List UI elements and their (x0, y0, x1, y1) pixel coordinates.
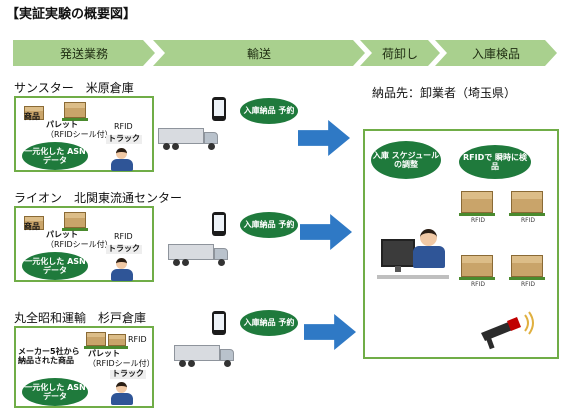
goods-box-icon (511, 191, 543, 213)
rfid-reader-icon (481, 311, 534, 350)
pallet-icon (509, 213, 545, 216)
warehouse-1-name: サンスター 米原倉庫 (14, 81, 134, 95)
rfid-tag-label: RFID (521, 281, 536, 288)
warehouse-3-box: メーカー5社から 納品された商品 パレット （RFIDシール付） RFID トラ… (14, 326, 155, 408)
destination-box: 入庫 スケジュール の調整 RFIDで 瞬時に検品 RFID RFID RFID… (363, 129, 559, 359)
warehouse-2-name: ライオン 北関東流通センター (14, 191, 183, 205)
desk-icon (377, 275, 449, 279)
pallet-icon (459, 277, 495, 280)
rfid-label: RFID (128, 335, 147, 344)
warehouse-2-box: 商品 パレット （RFIDシール付） RFID トラック 一元化した ASNデー… (14, 206, 154, 282)
truck-icon (168, 244, 230, 266)
rfid-tag-label: RFID (471, 217, 486, 224)
worker-icon (411, 229, 447, 275)
booking-ellipse: 入庫納品 予約 (240, 212, 298, 238)
arrow-right-icon (304, 314, 356, 350)
goods-box-icon (24, 106, 44, 120)
arrow-right-icon (298, 120, 350, 156)
pallet-icon (84, 346, 128, 349)
worker-icon (108, 382, 138, 406)
step-transport-label: 輸送 (246, 46, 271, 61)
rfid-note: （RFIDシール付） (88, 359, 155, 368)
asn-data-ellipse: 一元化した ASNデータ (22, 252, 88, 280)
truck-label: トラック (106, 244, 142, 254)
asn-data-ellipse: 一元化した ASNデータ (22, 378, 88, 406)
smartphone-icon (212, 212, 226, 236)
worker-icon (108, 258, 138, 282)
pallet-icon (62, 228, 88, 231)
pallet-icon (509, 277, 545, 280)
step-shipping: 発送業務 (13, 40, 155, 66)
asn-data-ellipse: 一元化した ASNデータ (22, 142, 88, 170)
truck-icon (174, 345, 236, 367)
computer-monitor-icon (381, 239, 415, 272)
rfid-label: RFID (114, 122, 133, 131)
goods-label: 商品 (24, 222, 40, 231)
destination-label: 納品先：卸業者（埼玉県） (372, 86, 517, 100)
pallet-icon (459, 213, 495, 216)
goods-box-icon (24, 216, 44, 230)
arrow-right-icon (300, 214, 352, 250)
goods-box-icon (64, 212, 86, 228)
goods-box-icon (64, 102, 86, 118)
pallet-label: パレット (46, 120, 78, 129)
step-unloading: 荷卸し (360, 40, 440, 66)
goods-label: メーカー5社から 納品された商品 (18, 347, 80, 365)
goods-box-icon (511, 255, 543, 277)
goods-box-icon (86, 332, 106, 346)
rfid-note: （RFIDシール付） (46, 240, 113, 249)
smartphone-icon (212, 97, 226, 121)
step-transport: 輸送 (153, 40, 365, 66)
truck-label: トラック (106, 134, 142, 144)
goods-label: 商品 (24, 112, 40, 121)
booking-ellipse: 入庫納品 予約 (240, 98, 298, 124)
pallet-label: パレット (88, 349, 120, 358)
pallet-label: パレット (46, 230, 78, 239)
goods-box-icon (461, 255, 493, 277)
rfid-label: RFID (114, 232, 133, 241)
rfid-note: （RFIDシール付） (46, 130, 113, 139)
step-inspection: 入庫検品 (435, 40, 557, 66)
smartphone-icon (212, 311, 226, 335)
diagram-title: 【実証実験の概要図】 (6, 7, 137, 22)
goods-box-icon (108, 334, 126, 346)
pallet-icon (62, 118, 88, 121)
rfid-check-ellipse: RFIDで 瞬時に検品 (459, 145, 531, 179)
warehouse-3-name: 丸全昭和運輸 杉戸倉庫 (14, 311, 147, 325)
step-inspection-label: 入庫検品 (471, 46, 520, 61)
step-unloading-label: 荷卸し (381, 46, 418, 61)
goods-box-icon (461, 191, 493, 213)
step-shipping-label: 発送業務 (59, 46, 108, 61)
truck-icon (158, 128, 220, 150)
schedule-ellipse: 入庫 スケジュール の調整 (371, 141, 441, 179)
booking-ellipse: 入庫納品 予約 (240, 310, 298, 336)
rfid-tag-label: RFID (521, 217, 536, 224)
warehouse-1-box: 商品 パレット （RFIDシール付） RFID トラック 一元化した ASNデー… (14, 96, 154, 172)
rfid-tag-label: RFID (471, 281, 486, 288)
truck-label: トラック (110, 369, 146, 379)
worker-icon (108, 148, 138, 172)
